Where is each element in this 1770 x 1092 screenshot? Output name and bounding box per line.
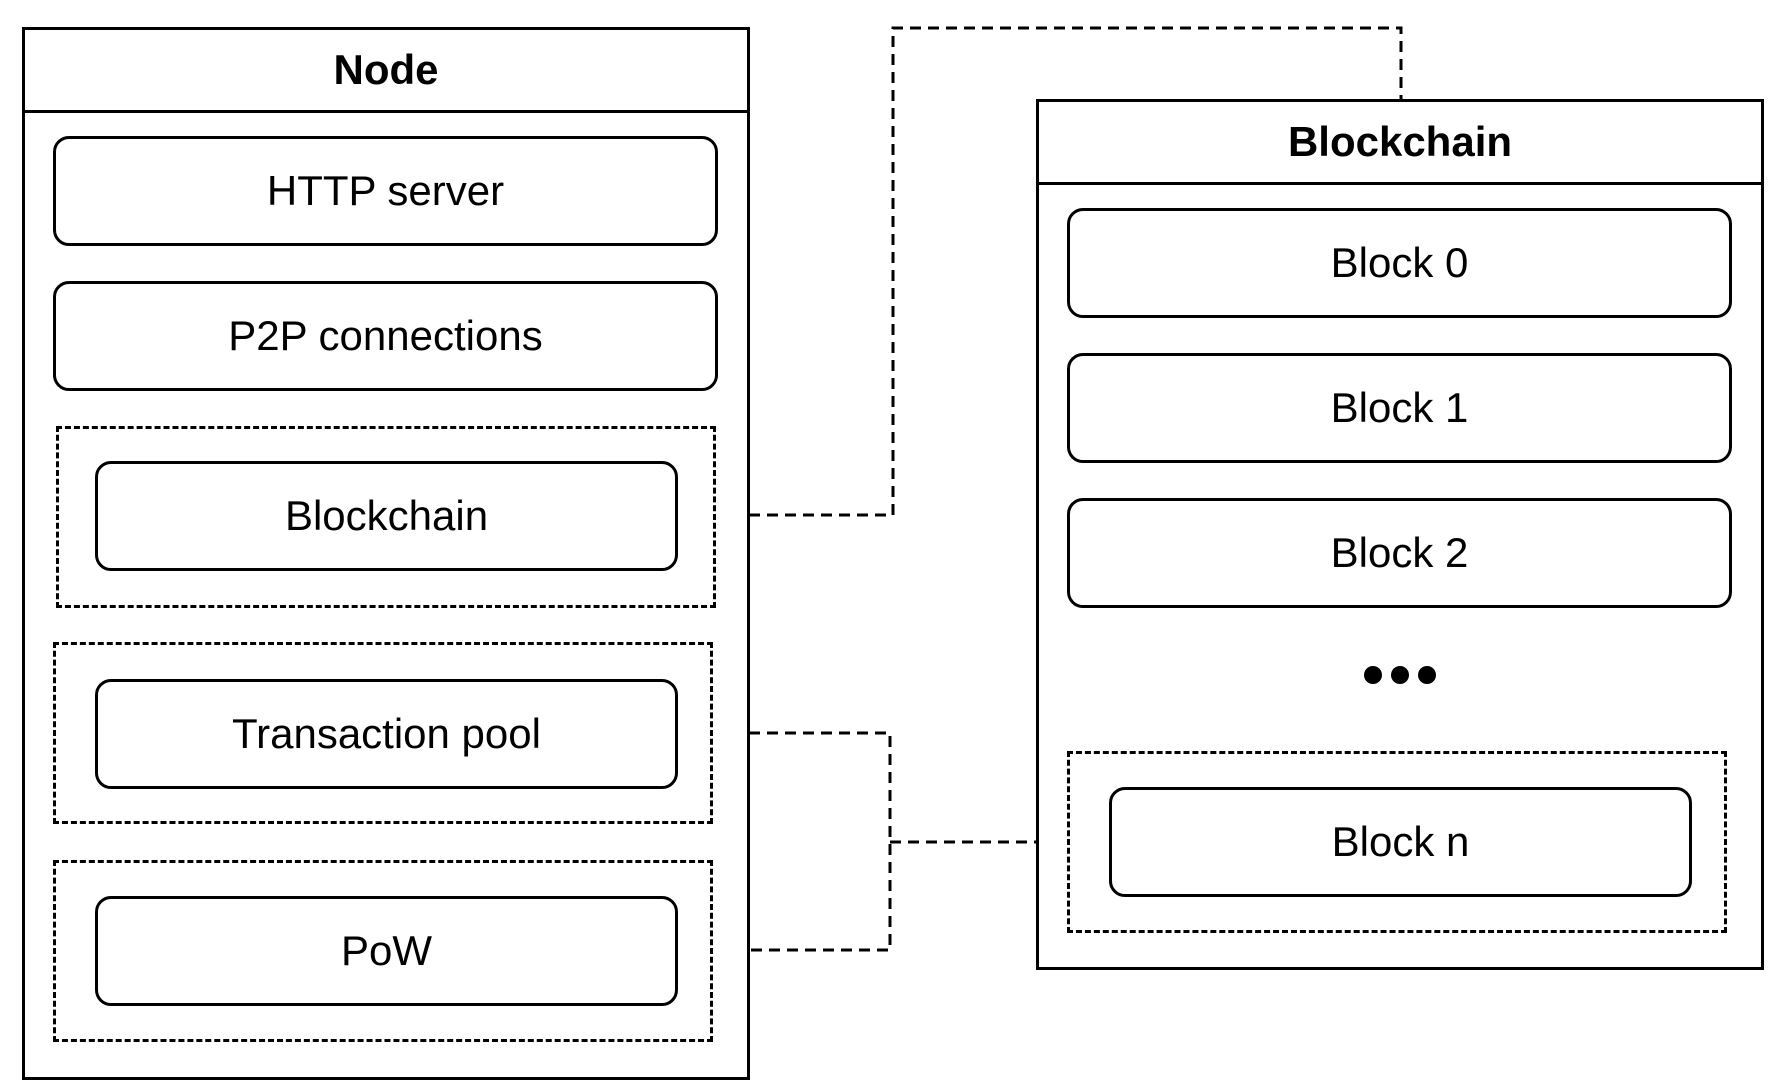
blockchain-group-frame (56, 426, 716, 608)
transaction-pool-group-frame (53, 642, 713, 824)
connector-blockchain-link (713, 26, 1403, 517)
block-n-group-frame (1067, 751, 1727, 933)
block-1-box: Block 1 (1067, 353, 1732, 463)
node-title: Node (25, 30, 747, 113)
blockchain-title: Blockchain (1039, 102, 1761, 185)
ellipsis-dot (1391, 666, 1409, 684)
ellipsis-dot (1418, 666, 1436, 684)
block-n-box: Block n (1109, 787, 1692, 897)
pow-box: PoW (95, 896, 678, 1006)
blockchain-box: Blockchain (95, 461, 678, 571)
transaction-pool-box: Transaction pool (95, 679, 678, 789)
p2p-connections-box: P2P connections (53, 281, 718, 391)
block-2-box: Block 2 (1067, 498, 1732, 608)
ellipsis-dot (1364, 666, 1382, 684)
ellipsis-icon (1342, 664, 1458, 686)
block-0-box: Block 0 (1067, 208, 1732, 318)
pow-group-frame (53, 860, 713, 1042)
http-server-box: HTTP server (53, 136, 718, 246)
